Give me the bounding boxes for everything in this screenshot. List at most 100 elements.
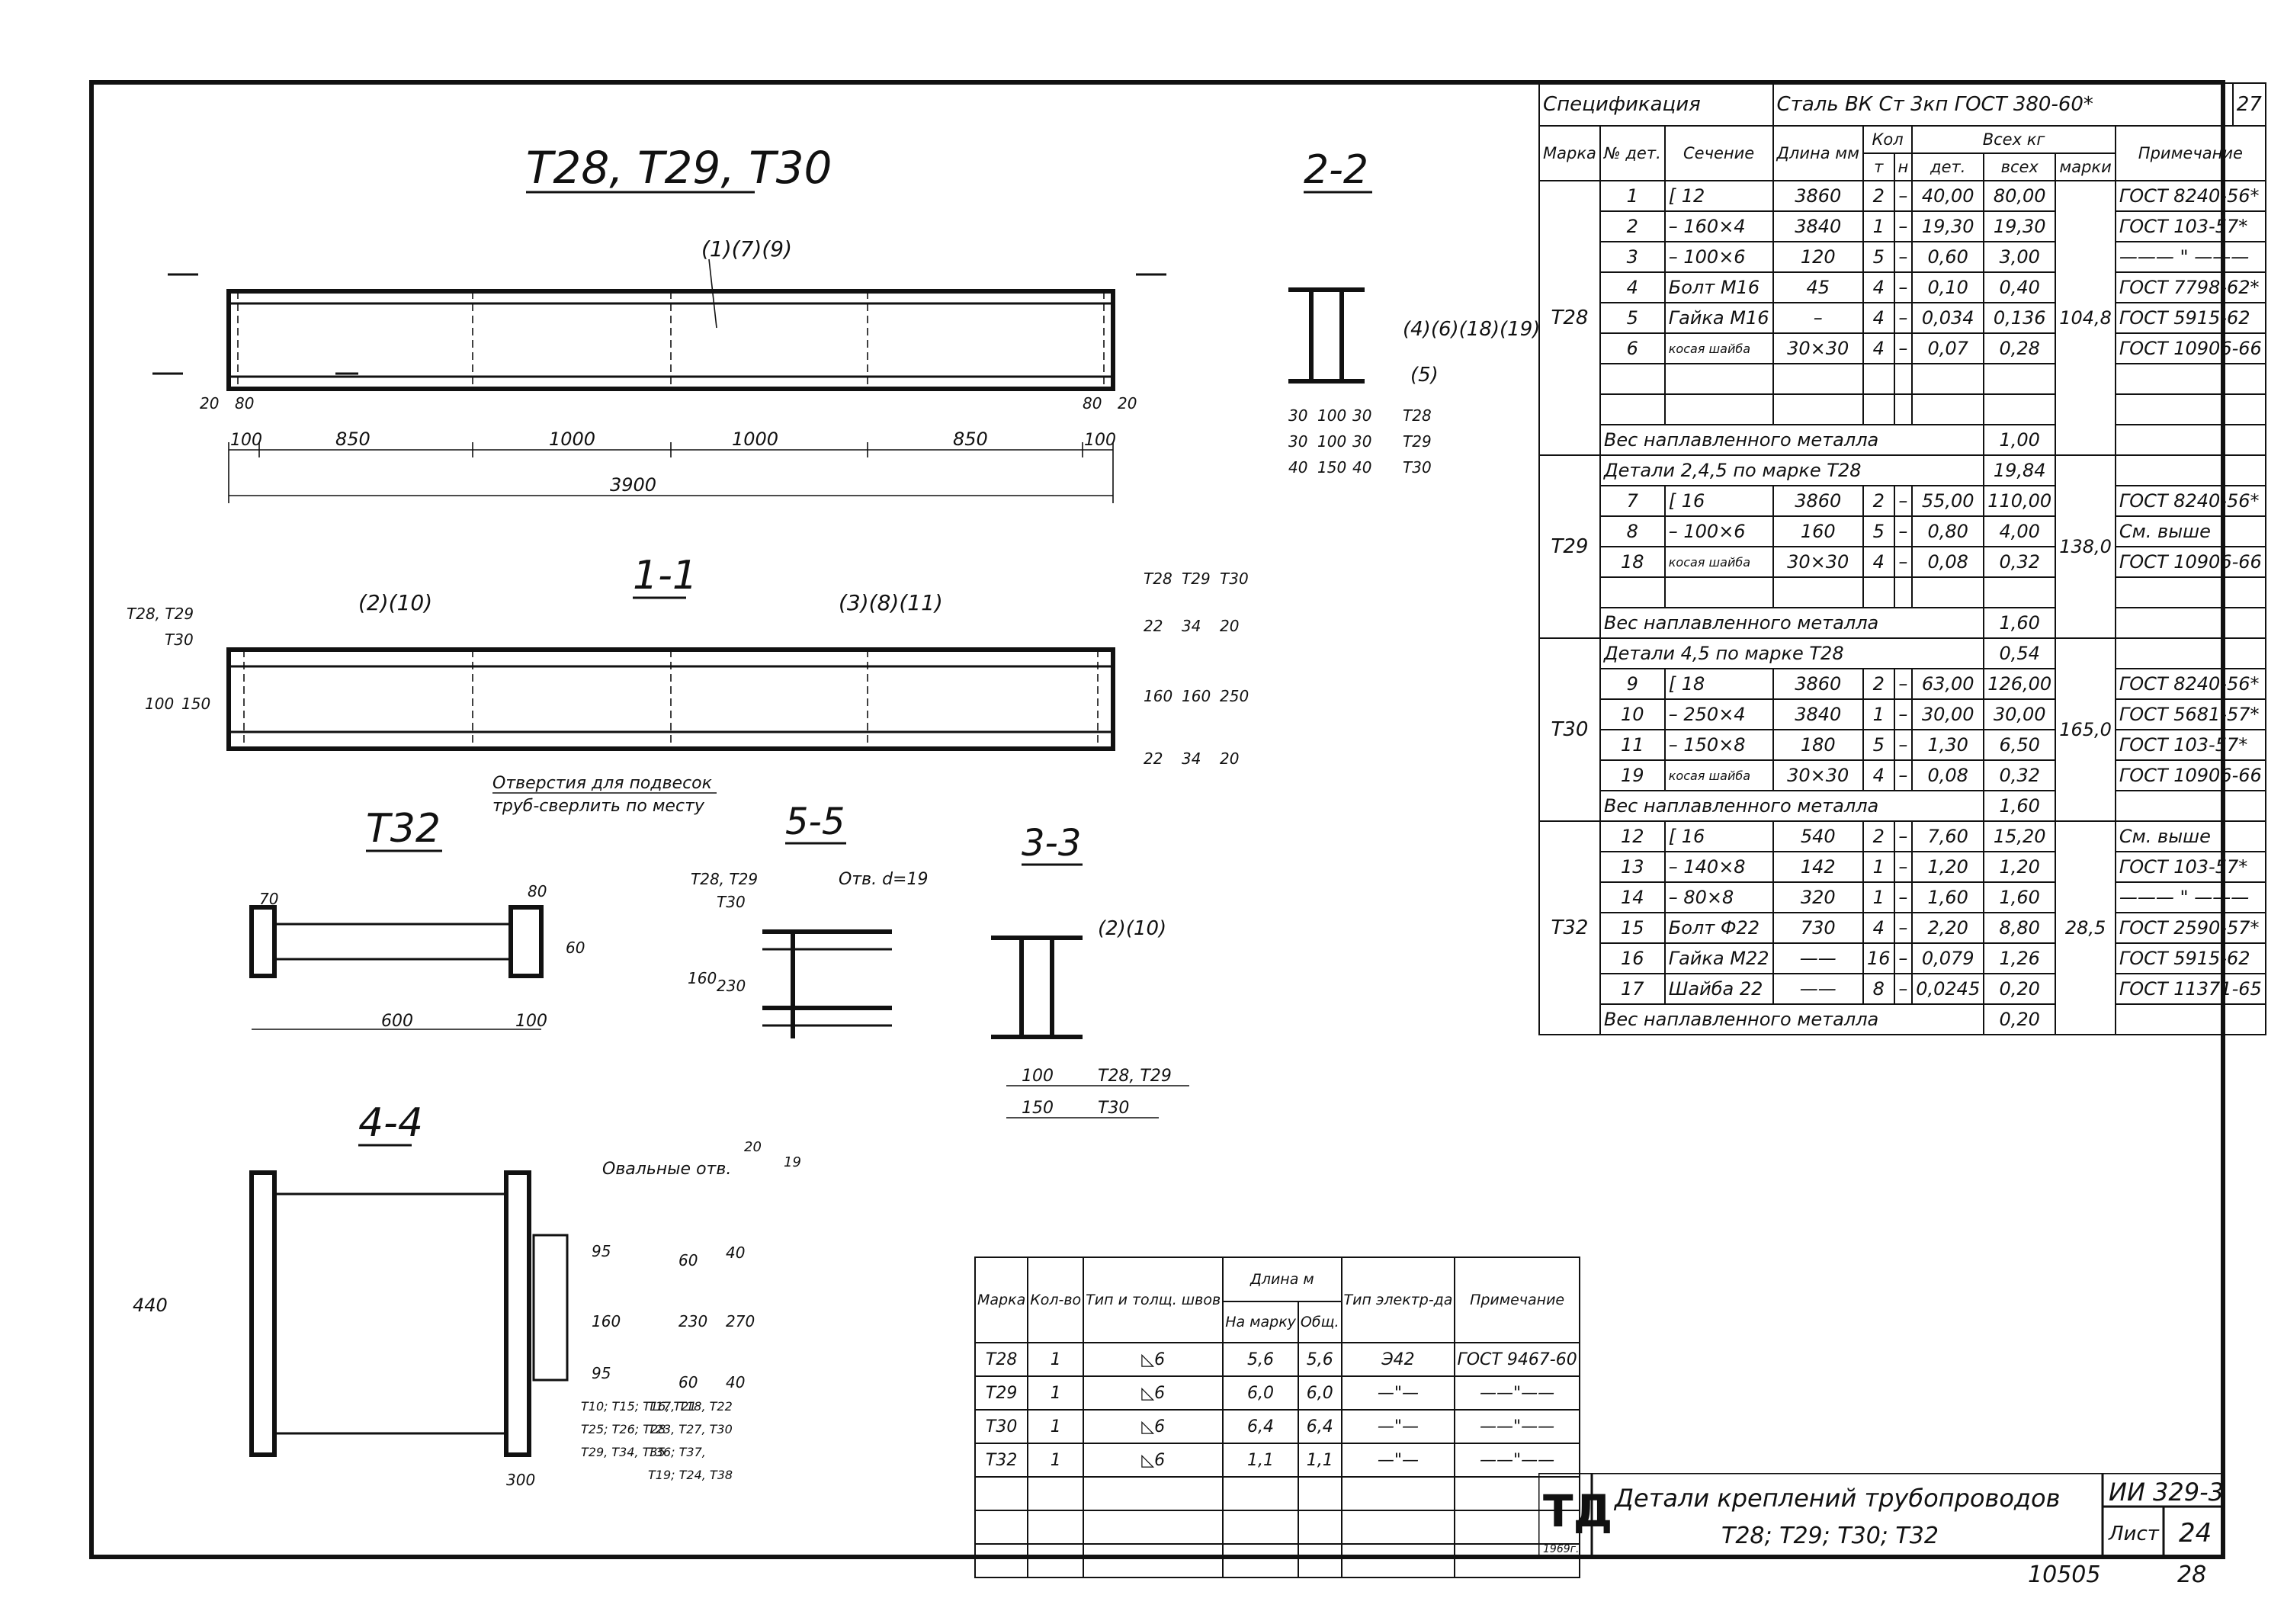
svg-text:4-4: 4-4 [358, 1100, 423, 1146]
spec-row [1539, 363, 2266, 395]
main-title: Т28, Т29, Т30 [526, 142, 832, 194]
svg-text:30: 30 [1288, 406, 1307, 425]
svg-text:Т29: Т29 [1403, 432, 1432, 451]
svg-text:440: 440 [133, 1295, 168, 1316]
svg-text:Т28, Т29: Т28, Т29 [1098, 1067, 1172, 1086]
title-block: ТД 1969г. Детали креплений трубопроводов… [1538, 1473, 2223, 1557]
svg-text:40: 40 [1352, 458, 1371, 477]
svg-text:160: 160 [1144, 687, 1172, 705]
svg-text:40: 40 [726, 1373, 745, 1391]
svg-text:Т25; Т26; Т28: Т25; Т26; Т28 [581, 1422, 666, 1436]
svg-text:труб-сверлить по месту: труб-сверлить по месту [492, 797, 705, 816]
svg-text:(5): (5) [1410, 364, 1439, 387]
svg-text:100: 100 [515, 1012, 547, 1031]
svg-text:20: 20 [1220, 617, 1239, 635]
svg-text:60: 60 [678, 1251, 698, 1269]
svg-text:3-3: 3-3 [1022, 822, 1081, 865]
svg-text:Т28, Т29: Т28, Т29 [127, 605, 194, 623]
svg-text:Т30: Т30 [1403, 458, 1432, 477]
svg-text:60: 60 [678, 1373, 698, 1391]
svg-text:150: 150 [1317, 458, 1346, 477]
section-1-1: 1-1 (2)(10) (3)(8)(11) 22 34 20 160 160 … [127, 553, 1249, 816]
weld-table: Марка Кол-во Тип и толщ. швов Длина м Ти… [974, 1257, 1580, 1578]
spec-row [1539, 576, 2266, 608]
svg-text:80: 80 [1083, 394, 1102, 412]
spec-mark-weight: 138,0 [2055, 454, 2116, 639]
svg-text:Т29: Т29 [1182, 570, 1211, 588]
svg-text:Т28: Т28 [1144, 570, 1172, 588]
svg-text:34: 34 [1182, 617, 1201, 635]
svg-text:Т30: Т30 [165, 631, 194, 649]
svg-text:Т29, Т34, Т35: Т29, Т34, Т35 [581, 1445, 666, 1459]
svg-text:1000: 1000 [732, 428, 778, 450]
svg-text:2-2: 2-2 [1304, 147, 1368, 193]
svg-text:Т28, Т29: Т28, Т29 [691, 870, 758, 888]
drawing-code: ИИ 329-3 [2109, 1478, 2223, 1507]
page-number: 28 [2177, 1561, 2207, 1588]
svg-text:30: 30 [1288, 432, 1307, 451]
spec-header-left: Спецификация [1538, 82, 1774, 127]
view-t32: Т32 70 80 600 100 60 [249, 806, 585, 1031]
svg-text:Т30: Т30 [1220, 570, 1249, 588]
svg-text:3900: 3900 [610, 474, 656, 496]
svg-text:Т30: Т30 [1098, 1099, 1129, 1118]
svg-text:70: 70 [259, 890, 278, 908]
svg-text:100: 100 [230, 431, 262, 450]
svg-text:22: 22 [1144, 749, 1163, 768]
svg-text:95: 95 [592, 1242, 611, 1260]
svg-text:(2)(10): (2)(10) [1098, 917, 1166, 940]
svg-text:160: 160 [592, 1312, 621, 1330]
td-logo: ТД [1543, 1485, 1612, 1537]
svg-text:(2)(10): (2)(10) [358, 590, 432, 615]
svg-text:20: 20 [1220, 749, 1239, 768]
svg-text:80: 80 [235, 394, 254, 412]
spec-mark-Т30: Т30 [1538, 637, 1601, 822]
svg-text:22: 22 [1144, 617, 1163, 635]
svg-text:100: 100 [1084, 431, 1116, 450]
spec-mark-Т32: Т32 [1538, 820, 1601, 1035]
svg-text:230: 230 [678, 1312, 707, 1330]
archive-number: 10505 [2028, 1561, 2101, 1588]
svg-text:30: 30 [1352, 432, 1371, 451]
spec-mark-weight: 28,5 [2055, 820, 2116, 1035]
svg-text:(4)(6)(18)(19): (4)(6)(18)(19) [1403, 318, 1540, 341]
spec-header-steel: Сталь ВК Ст 3кп ГОСТ 380-60* [1772, 82, 2234, 127]
svg-text:Отв. d=19: Отв. d=19 [839, 870, 928, 889]
svg-text:1-1: 1-1 [633, 553, 698, 599]
svg-text:Т36; Т37,: Т36; Т37, [648, 1445, 706, 1459]
spec-mark-Т28: Т28 [1538, 180, 1601, 456]
svg-text:100: 100 [1317, 406, 1346, 425]
svg-text:30: 30 [1352, 406, 1371, 425]
svg-text:160: 160 [1182, 687, 1211, 705]
svg-text:850: 850 [335, 428, 371, 450]
callout-179: (1)(7)(9) [701, 236, 792, 262]
svg-text:19: 19 [784, 1154, 801, 1170]
svg-text:Т28: Т28 [1403, 406, 1432, 425]
holes-note: Отверстия для подвесок [492, 774, 713, 793]
spec-row [1539, 393, 2266, 425]
svg-text:100: 100 [1317, 432, 1346, 451]
svg-text:150: 150 [181, 695, 210, 713]
weld-row [974, 1543, 1580, 1578]
svg-text:1000: 1000 [549, 428, 595, 450]
drawing-title: Детали креплений трубопроводов [1613, 1484, 2060, 1513]
list-number: 24 [2179, 1518, 2212, 1549]
svg-text:Т23, Т27, Т30: Т23, Т27, Т30 [648, 1422, 733, 1436]
svg-text:230: 230 [717, 977, 746, 995]
